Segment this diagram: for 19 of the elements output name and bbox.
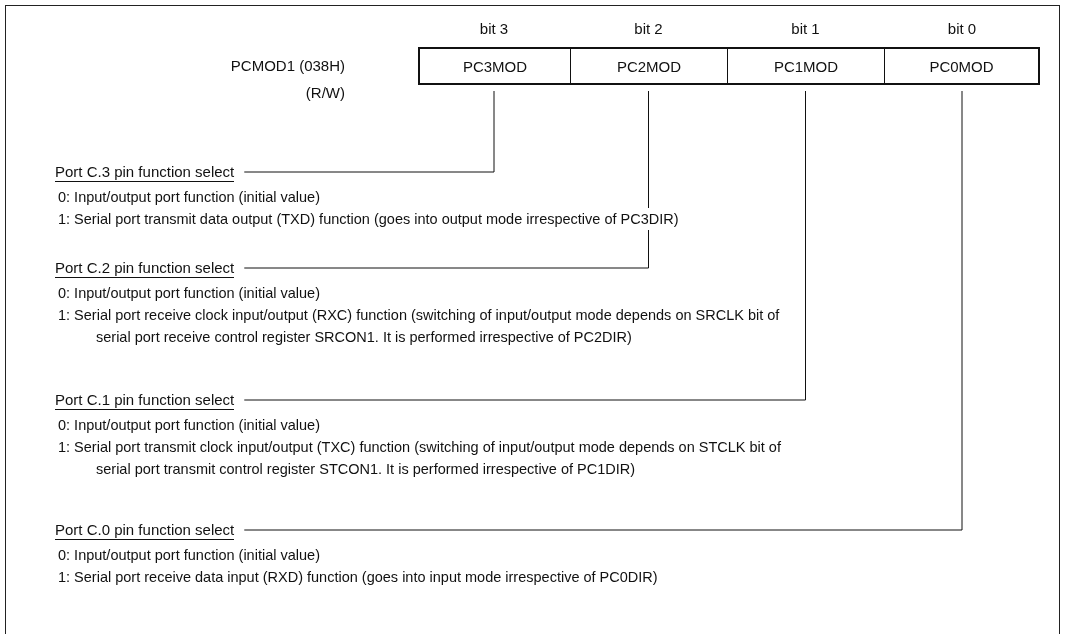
leader-line (243, 90, 495, 173)
bit-number: bit 2 (633, 20, 664, 37)
register-name: PCMOD1 (038H) (230, 57, 345, 74)
register-name: (R/W) (305, 84, 345, 101)
field-heading: Port C.2 pin function select (55, 258, 235, 278)
register-field: PC1MOD (727, 47, 884, 85)
field-heading: Port C.3 pin function select (55, 162, 235, 182)
register-field: PC3MOD (418, 47, 570, 85)
field-heading: Port C.0 pin function select (55, 520, 235, 540)
option-description: 1: Serial port transmit data output (TXD) function (goes into output mode irrespective of PC3DIR) (58, 208, 679, 230)
register-field: PC0MOD (884, 47, 1040, 85)
leader-line (243, 90, 649, 269)
bit-number: bit 1 (790, 20, 821, 37)
bit-number: bit 0 (946, 20, 978, 37)
leader-line (243, 90, 963, 531)
register-field: PC2MOD (570, 47, 727, 85)
leader-line (243, 90, 806, 401)
bit-number: bit 3 (478, 20, 510, 37)
field-heading: Port C.1 pin function select (55, 390, 235, 410)
